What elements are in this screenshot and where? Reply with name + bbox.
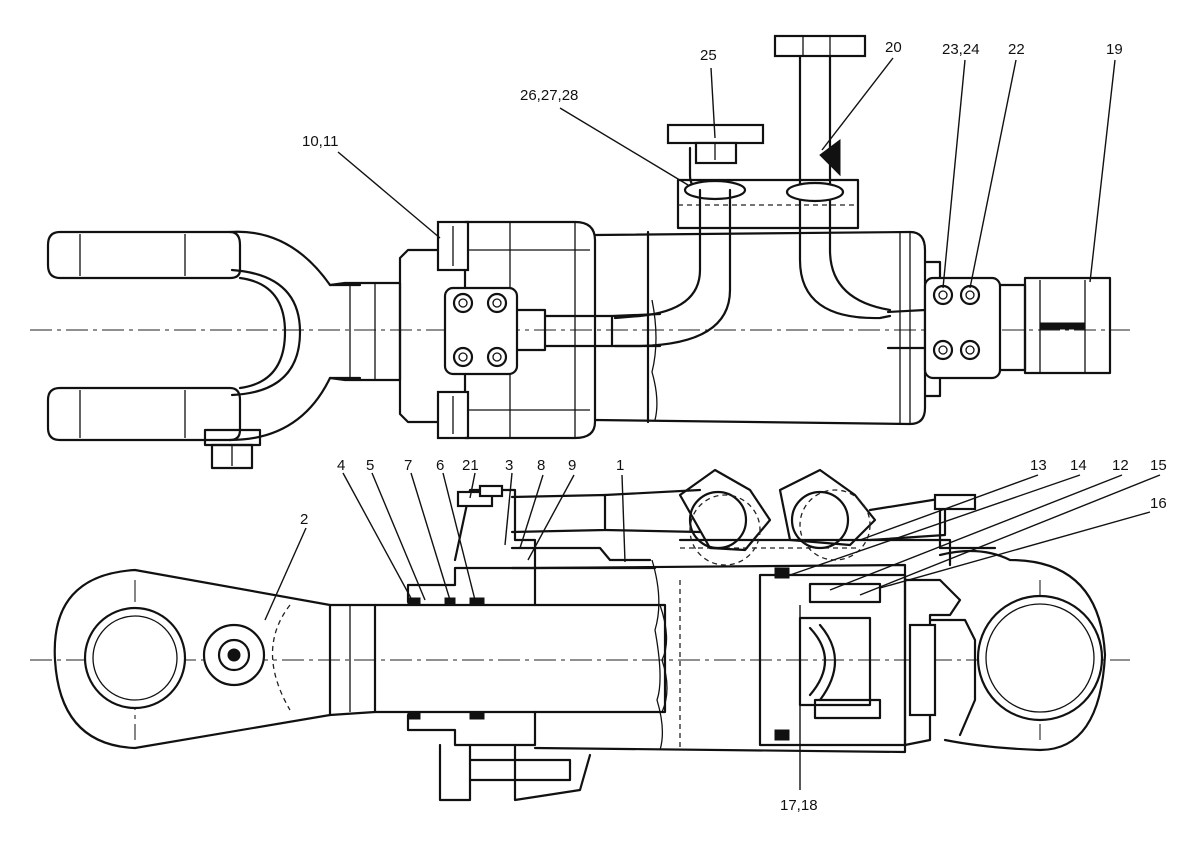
top-fork: [46, 230, 402, 470]
bottom-view: [30, 468, 1130, 802]
bottom-piston-rod: [373, 603, 668, 714]
bottom-gland: [406, 484, 592, 802]
callout-16: 16: [1150, 495, 1167, 512]
callout-3: 3: [505, 457, 513, 474]
callout-labels: 25 20 23,24 22 19 26,27,28 10,11 13 14 1…: [300, 39, 1167, 814]
callout-12: 12: [1112, 457, 1129, 474]
callout-6: 6: [436, 457, 444, 474]
callout-25: 25: [700, 47, 717, 64]
callout-17-18: 17,18: [780, 797, 818, 814]
callout-22: 22: [1008, 41, 1025, 58]
callout-8: 8: [537, 457, 545, 474]
callout-10-11: 10,11: [302, 133, 338, 150]
bottom-cap-eye: [903, 549, 1107, 752]
callout-14: 14: [1070, 457, 1087, 474]
callout-21: 21: [462, 457, 479, 474]
top-view: [30, 34, 1130, 470]
callout-23-24: 23,24: [942, 41, 980, 58]
top-port-block: [613, 34, 892, 348]
callout-9: 9: [568, 457, 576, 474]
callout-1: 1: [616, 457, 624, 474]
callout-5: 5: [366, 457, 374, 474]
leader-lines: [264, 57, 1161, 621]
callout-4: 4: [337, 457, 345, 474]
callout-15: 15: [1150, 457, 1167, 474]
top-barrel: [543, 230, 927, 426]
bottom-barrel: [510, 546, 907, 790]
bottom-port-left: [678, 468, 772, 566]
top-cap-end: [886, 260, 1112, 398]
callout-13: 13: [1030, 457, 1047, 474]
bottom-port-pipe: [510, 468, 997, 567]
callout-26-27-28: 26,27,28: [520, 87, 578, 104]
callout-7: 7: [404, 457, 412, 474]
bottom-port-right: [778, 468, 877, 561]
top-head-flange: [398, 220, 597, 440]
callout-20: 20: [885, 39, 902, 56]
bottom-rod-eye: [53, 568, 377, 750]
callout-19: 19: [1106, 41, 1123, 58]
callout-2: 2: [300, 511, 308, 528]
